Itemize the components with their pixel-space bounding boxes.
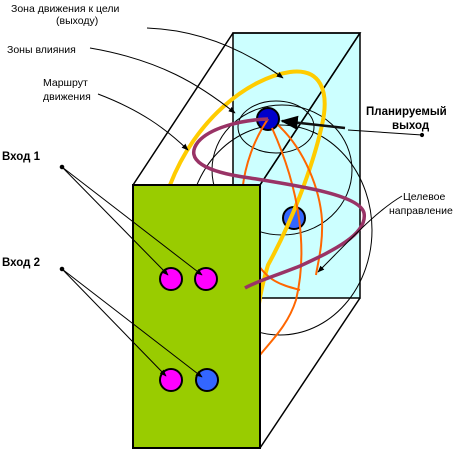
- input1-pointer-a: [61, 166, 169, 276]
- target-direction-curve-3: [259, 127, 303, 356]
- input1-pointer-b: [61, 166, 203, 276]
- label-route-line1: Маршрут: [43, 77, 88, 89]
- front-face: [132, 184, 261, 449]
- target-zone-curve: [168, 69, 327, 323]
- box-bottom-edge: [259, 297, 361, 449]
- label-planned-exit-line1: Планируемый: [366, 106, 447, 118]
- target-zone-pointer: [146, 27, 284, 79]
- influence-zone-inner: [237, 100, 315, 154]
- influence-zones-pointer: [89, 47, 236, 114]
- label-input-2: Вход 2: [2, 257, 40, 269]
- box-right-top-edge: [259, 32, 361, 186]
- input2-pointer-b: [61, 268, 203, 378]
- planned-exit-pointer: [347, 129, 423, 136]
- exit-pointer-arrow: [280, 115, 346, 130]
- input-hole-1b: [194, 267, 218, 291]
- input2-pointer-a: [61, 268, 167, 377]
- label-target-zone-line1: Зона движения к цели: [11, 3, 119, 15]
- label-input-1: Вход 1: [2, 151, 41, 163]
- target-direction-curve-2: [277, 124, 324, 276]
- route-curve: [191, 117, 366, 290]
- route-pointer: [97, 93, 189, 151]
- label-target-direction-line1: Целевое: [403, 191, 446, 203]
- callout-pointers: [89, 27, 425, 273]
- label-planned-exit-line2: выход: [392, 120, 430, 132]
- input-pointers: [59, 164, 203, 378]
- label-target-direction-line2: направление: [389, 205, 453, 217]
- target-direction-pointer: [317, 195, 403, 273]
- input-hole-2a: [159, 368, 183, 392]
- planned-exit-dot: [419, 132, 425, 138]
- input-hole-2b: [195, 368, 219, 392]
- input-hole-1a: [159, 267, 183, 291]
- label-target-zone-line2: (выходу): [56, 15, 98, 27]
- label-route-line2: движения: [43, 91, 91, 103]
- label-influence-zones: Зоны влияния: [7, 44, 76, 56]
